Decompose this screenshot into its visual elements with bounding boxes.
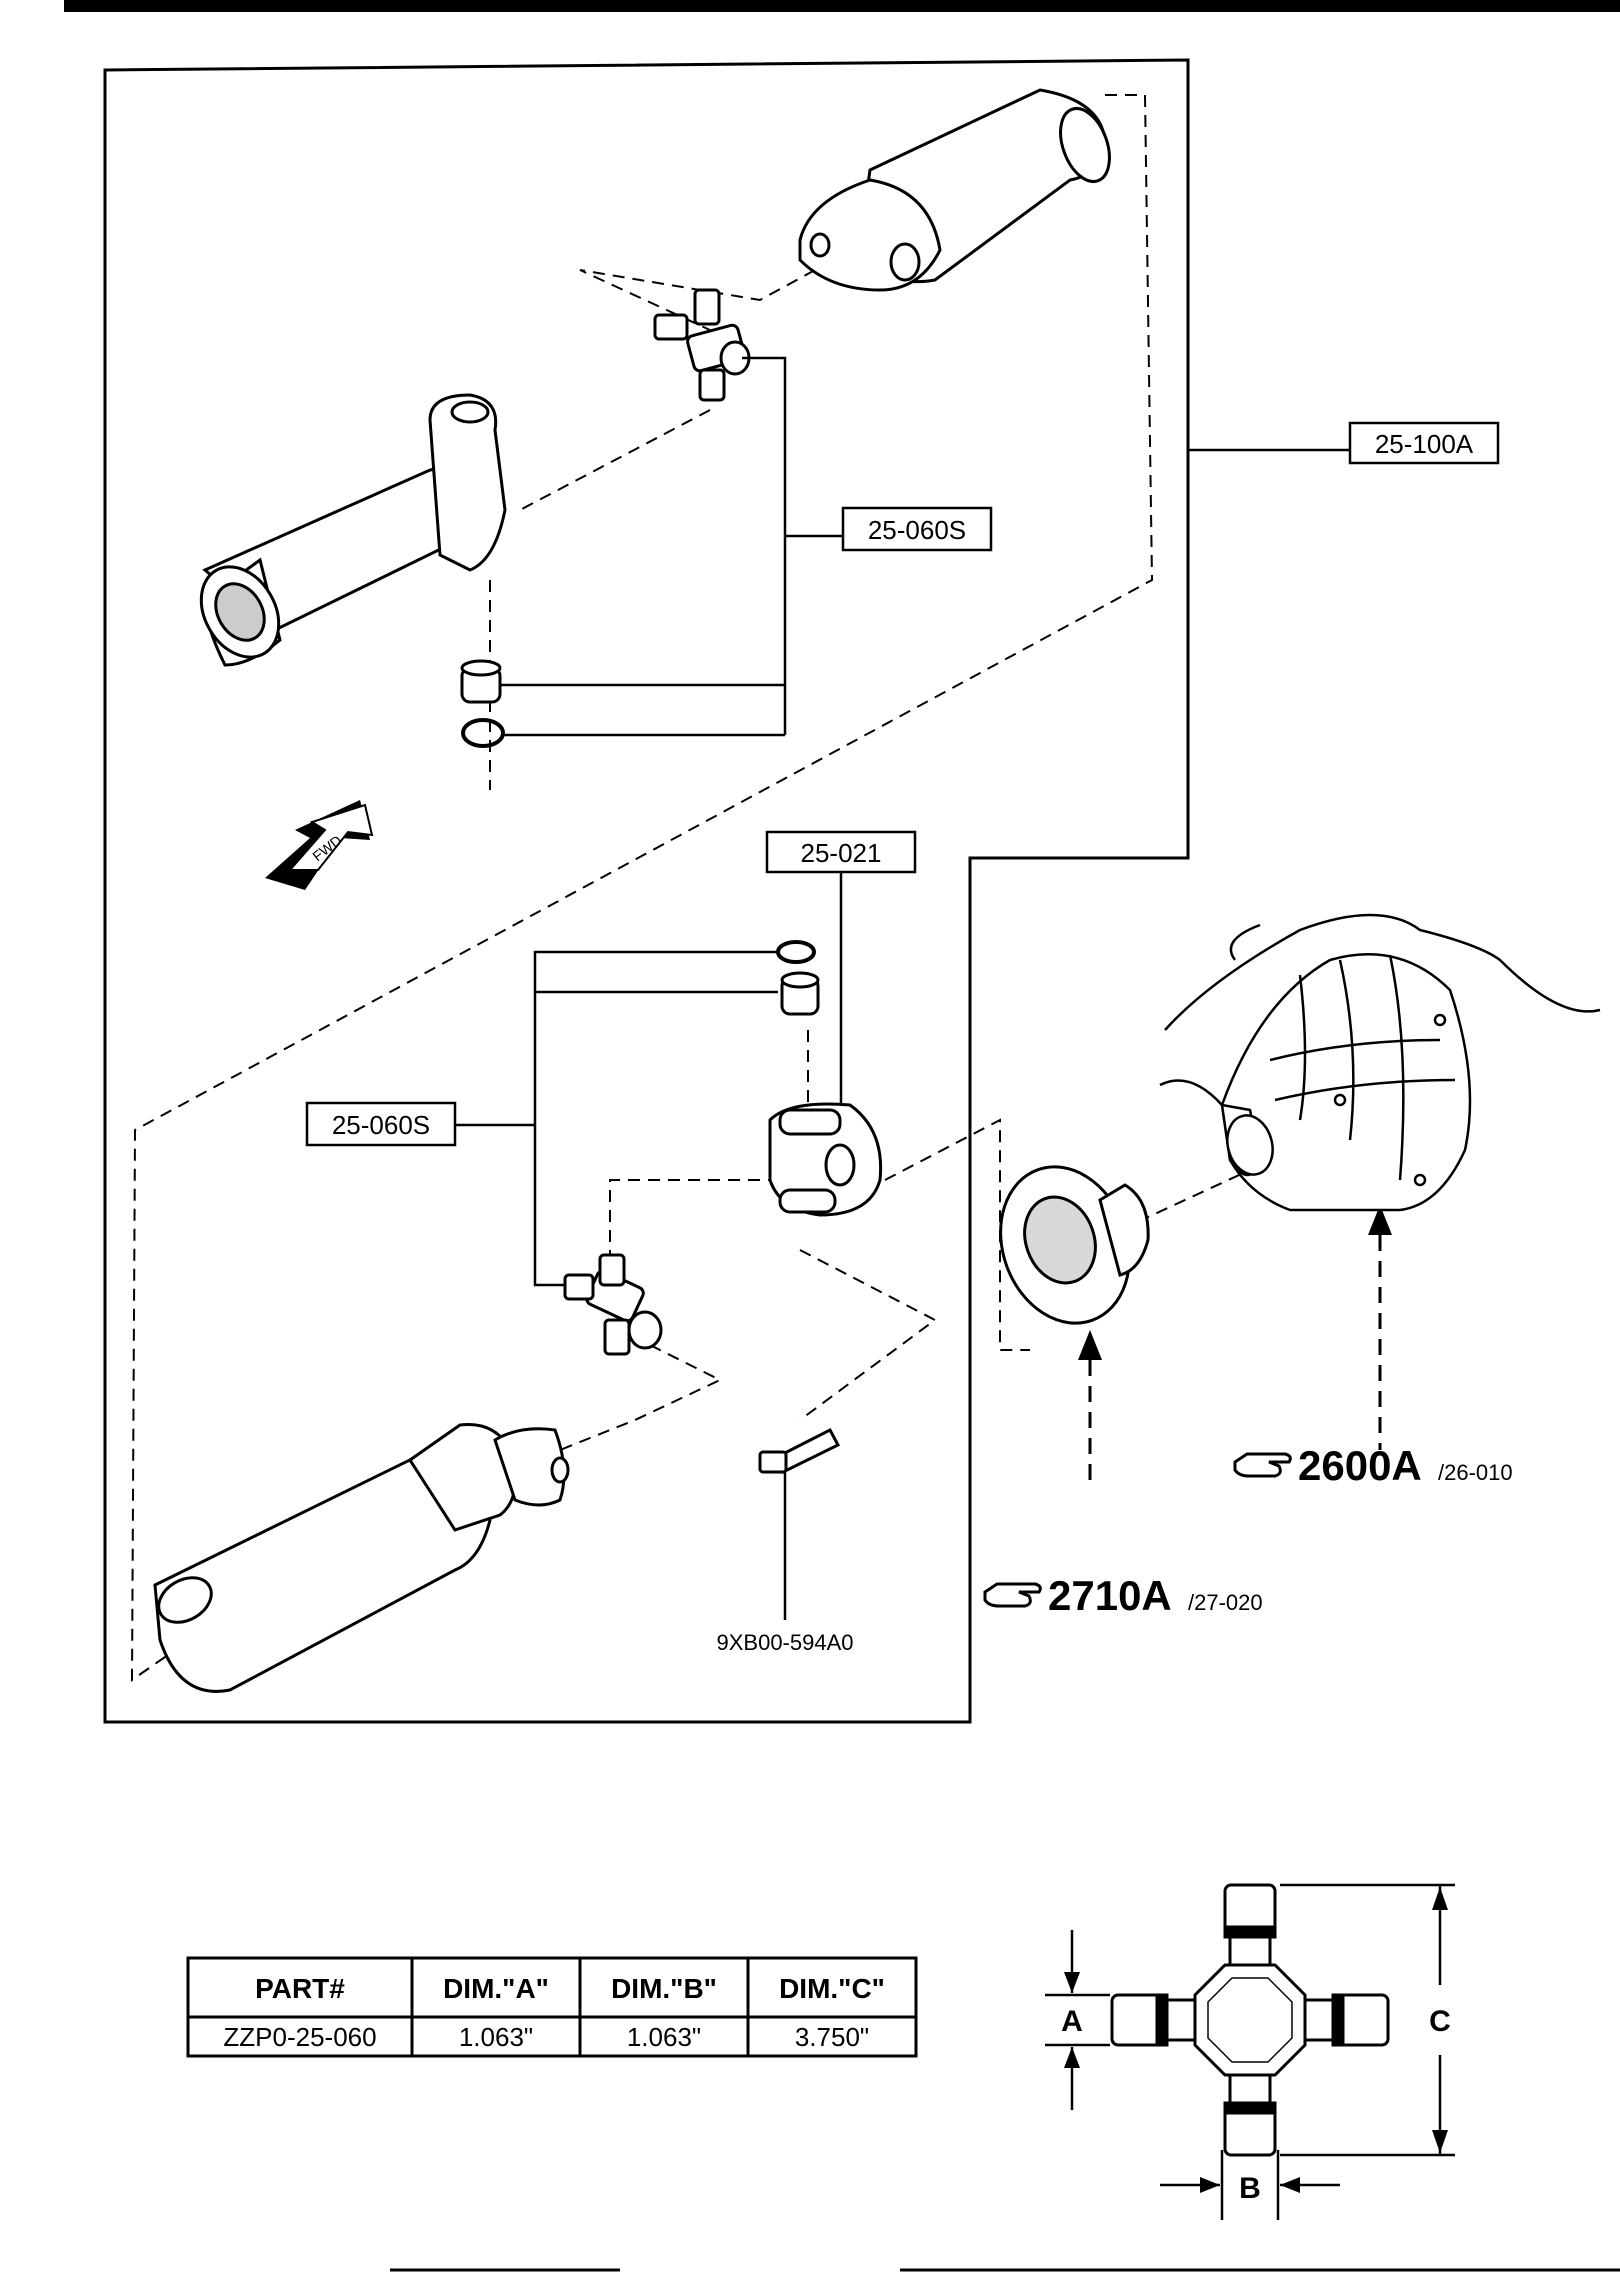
flange-yoke [768, 1102, 883, 1217]
lower-shaft-tube [153, 1422, 570, 1693]
table-cell-dim-a: 1.063" [459, 2022, 533, 2052]
table-cell-dim-b: 1.063" [627, 2022, 701, 2052]
callout-box-upper-ujoint [841, 506, 993, 552]
lower-ujoint [563, 1253, 663, 1356]
svg-text:2710A: 2710A [1048, 1572, 1172, 1619]
table-header-dim-b: DIM."B" [611, 1973, 717, 2004]
dim-label-a: A [1061, 2005, 1083, 2038]
upper-ujoint [653, 288, 751, 402]
svg-text:2600A: 2600A [1298, 1442, 1422, 1489]
assembly-dash [130, 94, 1154, 1682]
table-cell-dim-c: 3.750" [795, 2022, 869, 2052]
upper-snap-ring [461, 718, 505, 748]
top-rule [64, 0, 1620, 12]
svg-text:/27-020: /27-020 [1188, 1590, 1263, 1615]
lower-snap-ring [776, 940, 816, 964]
companion-flange [999, 1165, 1150, 1325]
dimension-table: PART# DIM."A" DIM."B" DIM."C" ZZP0-25-06… [186, 1956, 918, 2058]
assembly-boundary [103, 58, 1190, 1724]
callout-box-assembly [1348, 421, 1500, 465]
dim-label-c: C [1429, 2005, 1451, 2038]
ujoint-dimension-diagram [1110, 1883, 1390, 2157]
callout-upper-ujoint: 25-060S [868, 515, 966, 545]
lower-bearing-cap [780, 971, 820, 1016]
dimension-arrowheads [1064, 1887, 1448, 2193]
table-header-dim-c: DIM."C" [779, 1973, 885, 2004]
ujoint-dimension-lines [1045, 1883, 1455, 2220]
pointing-hand-icon [1233, 1452, 1292, 1478]
callout-bolt: 9XB00-594A0 [717, 1630, 854, 1655]
slip-yoke [199, 393, 507, 667]
reference-2710a: 2710A /27-020 [983, 1572, 1263, 1619]
upper-shaft-tube [798, 88, 1111, 292]
bolt [758, 1427, 841, 1474]
dim-label-b: B [1239, 2172, 1261, 2205]
callout-box-lower-ujoint [305, 1101, 457, 1147]
upper-bearing-cap [460, 659, 502, 704]
table-header-dim-a: DIM."A" [443, 1973, 549, 2004]
table-cell-part: ZZP0-25-060 [223, 2022, 376, 2052]
differential-housing [1159, 913, 1601, 1212]
table-header-part: PART# [255, 1973, 345, 2004]
pointing-hand-icon [983, 1582, 1042, 1608]
callout-yoke: 25-021 [801, 838, 882, 868]
fwd-arrow-icon: FWD [265, 800, 374, 890]
reference-2600a: 2600A /26-010 [1233, 1442, 1513, 1489]
svg-text:/26-010: /26-010 [1438, 1460, 1513, 1485]
callout-assembly: 25-100A [1375, 429, 1474, 459]
callout-lower-ujoint: 25-060S [332, 1110, 430, 1140]
